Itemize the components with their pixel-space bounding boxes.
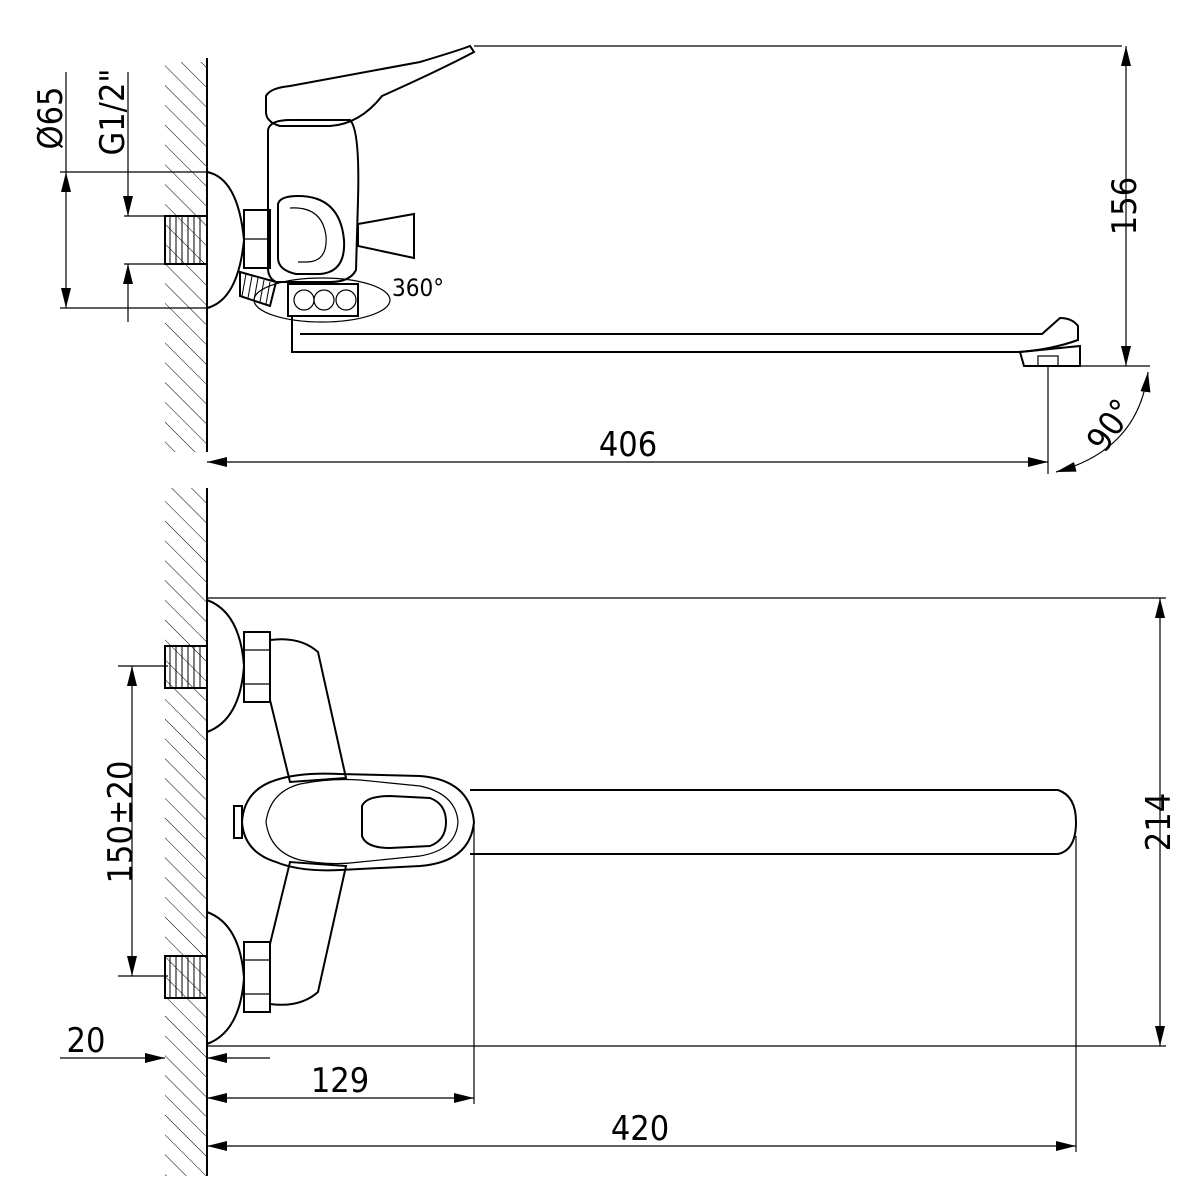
thread-label: G1/2" [93,69,133,156]
lever-dim-label: 129 [311,1061,369,1101]
thread-inlet-front-upper [164,645,208,689]
reach-label: 406 [599,425,657,465]
eccentric-arm-lower [269,860,348,1006]
cartridge-window [277,194,346,275]
length-label: 420 [611,1109,669,1149]
thread-inlet-front-lower [164,955,208,999]
escutcheon-front-lower [206,911,246,1045]
handle-lever-top [265,44,476,127]
lever-outline-front [265,778,459,865]
cap-plug [233,805,243,839]
eccentric-arm-upper [269,638,348,784]
wall-gap-label: 20 [67,1021,106,1061]
thread-inlet-top [164,215,208,265]
top-view: 360° 156 90° 406 Ø65 G1/2" [31,44,1151,474]
diameter-label: Ø65 [31,87,71,150]
wall-hatch-front [165,488,207,1176]
swivel-collar [287,283,359,317]
nut-front-lower [243,941,271,1013]
spout-front [470,789,1078,855]
mixer-body-top [267,119,360,283]
mixer-body-front [240,772,476,872]
nut-front-upper [243,631,271,703]
rotation-label: 360° [392,274,444,302]
front-view: 214 150±20 20 129 420 [60,488,1179,1176]
wall-hatch-top [165,62,207,452]
swivel-ellipse [253,277,391,323]
height-label-front: 214 [1139,793,1179,851]
spacing-label: 150±20 [101,761,141,884]
knurled-ring [239,270,278,308]
lever-grip [361,794,448,850]
height-label-top: 156 [1105,177,1145,235]
diverter-knob [357,212,415,260]
escutcheon-front-upper [206,599,246,733]
escutcheon-top [206,171,246,309]
angle-arc [1055,371,1151,473]
angle-label: 90° [1079,392,1143,459]
